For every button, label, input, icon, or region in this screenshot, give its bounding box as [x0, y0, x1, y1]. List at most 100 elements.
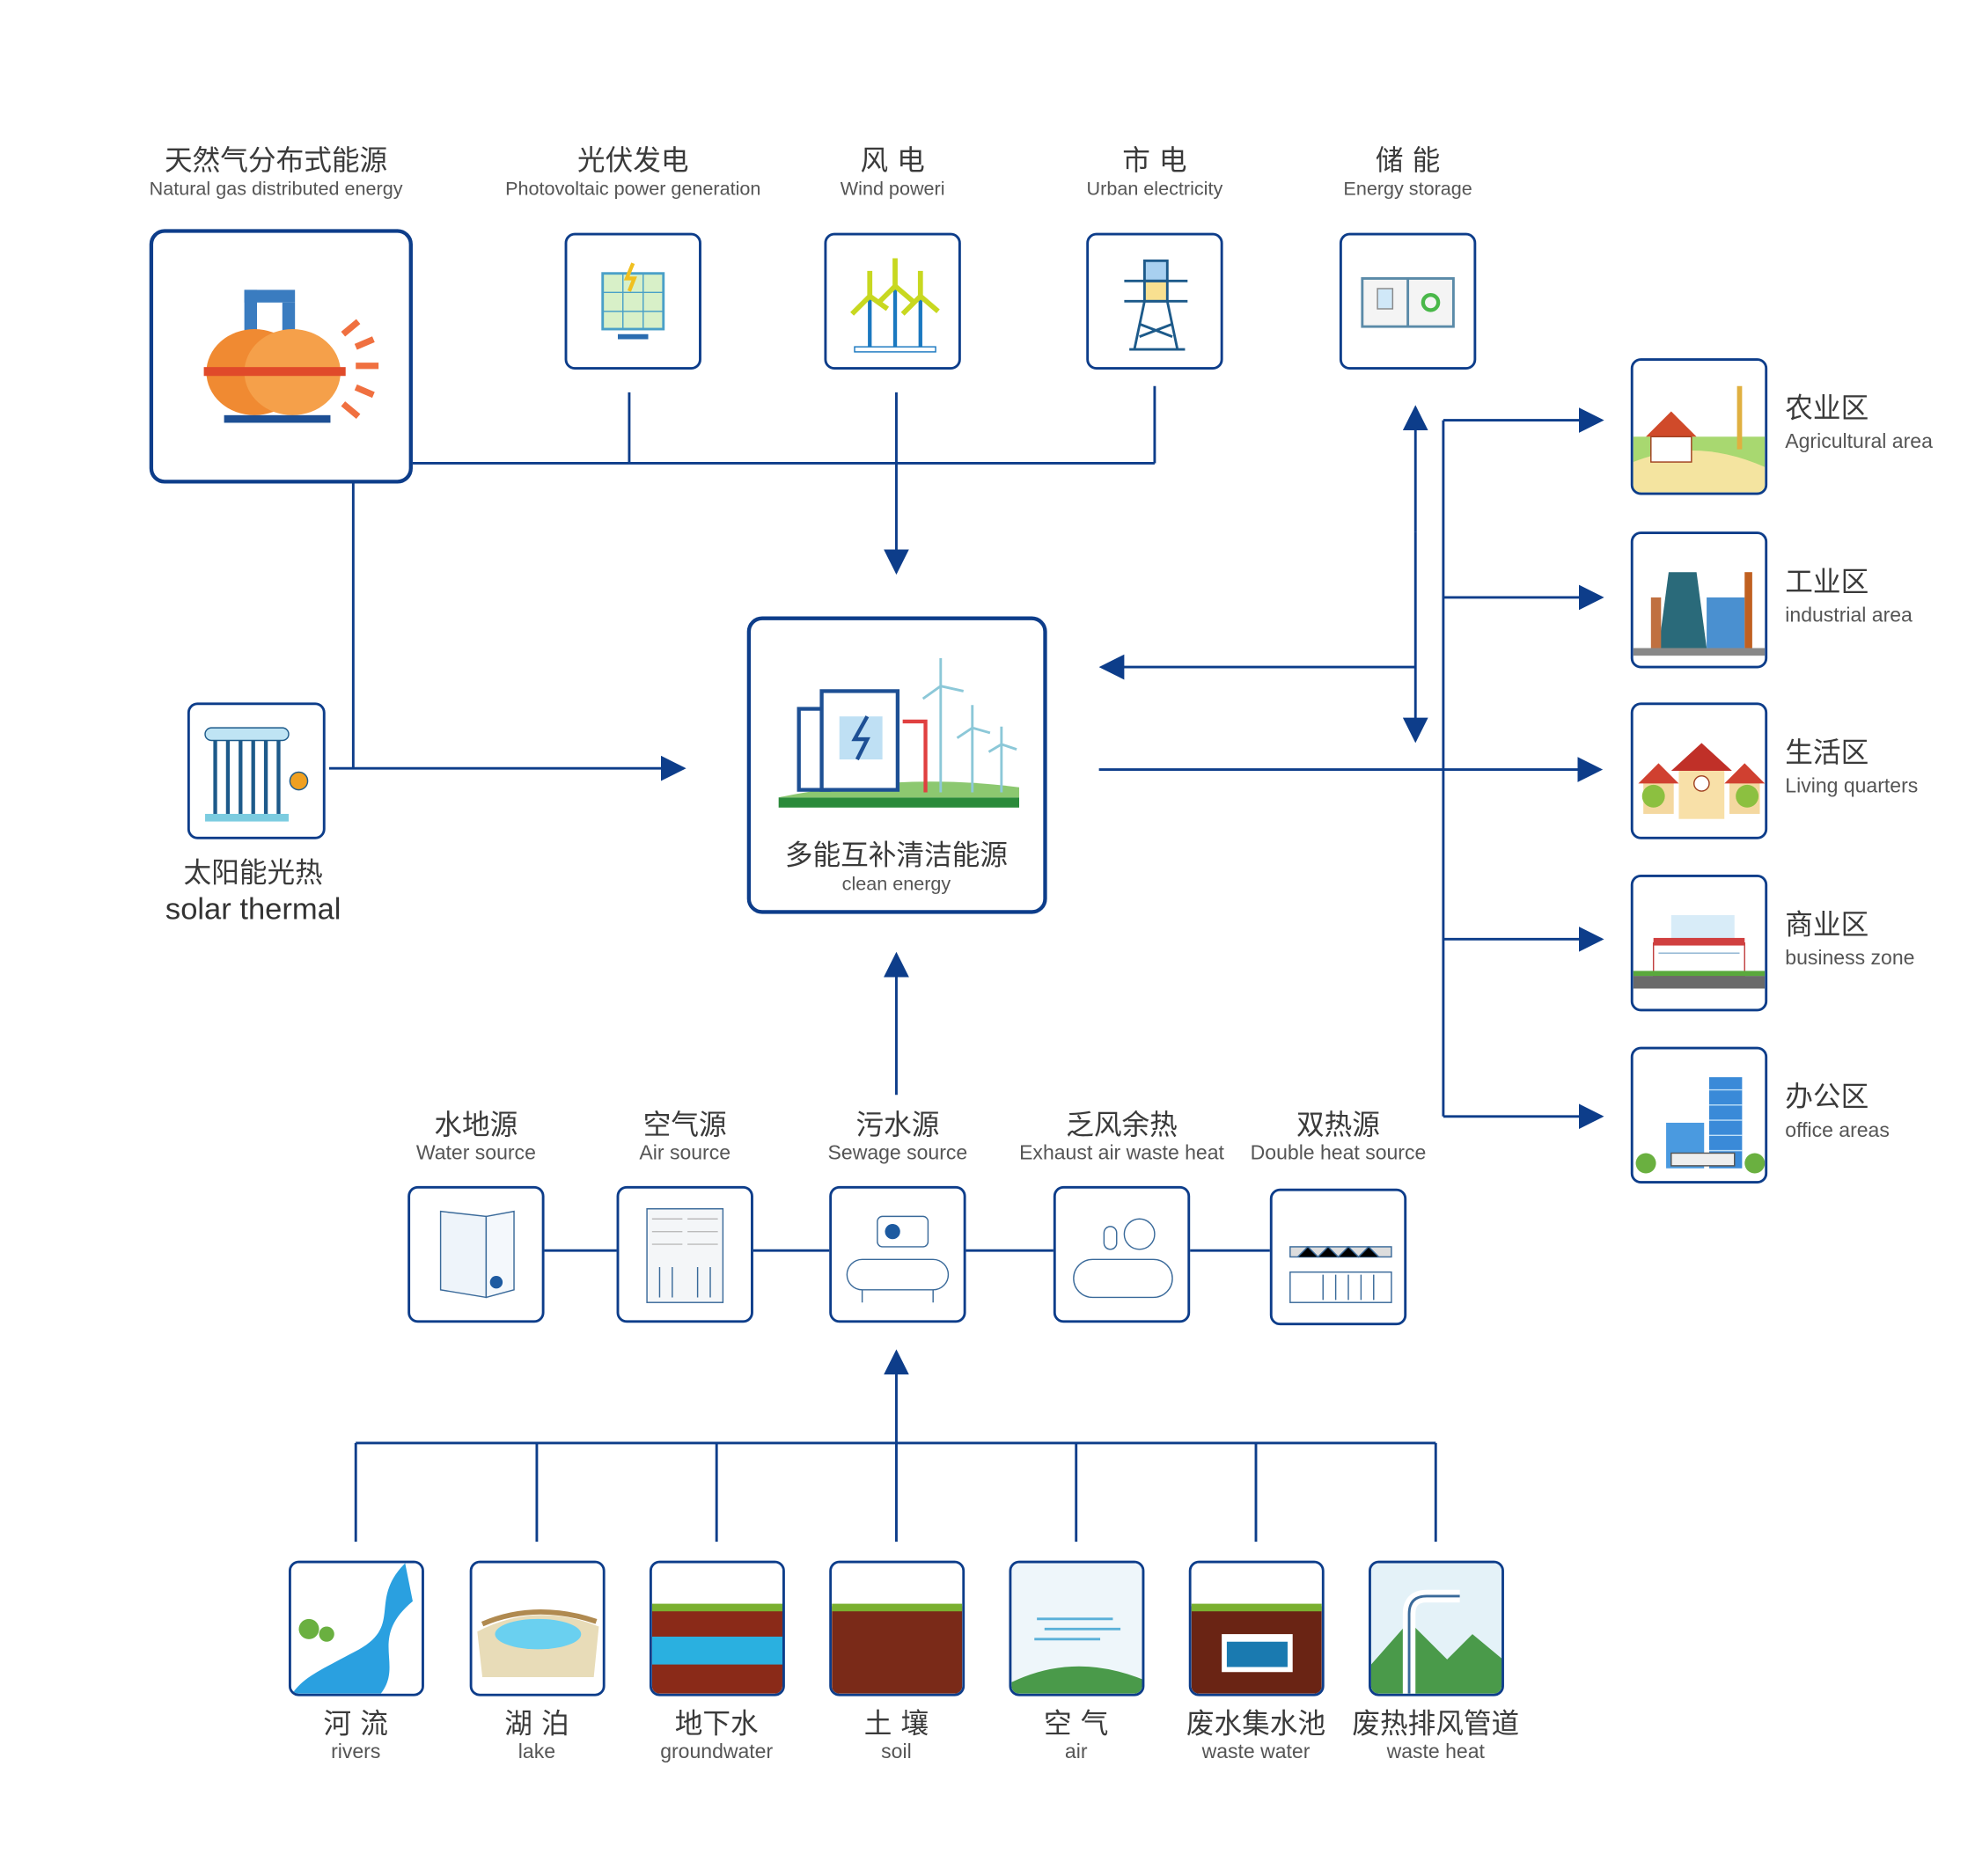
natural-source-box [1188, 1560, 1325, 1696]
label-zh: 土 壤 [863, 1708, 929, 1740]
exhaust-unit-icon [1073, 1218, 1173, 1299]
natural-source-box [649, 1560, 785, 1696]
waste-heat-icon [1370, 1563, 1502, 1694]
solar-thermal-box [187, 702, 326, 839]
label-zh: 储 能 [1375, 145, 1441, 178]
label-en: Living quarters [1785, 775, 1919, 798]
label-zh: 河 流 [323, 1708, 388, 1740]
heat-pump-box [829, 1185, 966, 1323]
energy-storage-box [1339, 232, 1477, 370]
natural-gas-box [149, 229, 413, 484]
label-en: Water source [415, 1142, 536, 1165]
zone-box [1630, 875, 1768, 1012]
heat-pump-box [1269, 1188, 1407, 1326]
air-source-unit-icon [646, 1208, 724, 1303]
heat-pump-box [616, 1185, 753, 1323]
river-icon [290, 1563, 422, 1694]
label-en: office areas [1785, 1120, 1890, 1142]
label-zh: 太阳能光热 [183, 858, 323, 890]
label-en: Photovoltaic power generation [505, 178, 761, 201]
natural-source-box [829, 1560, 965, 1696]
natural-source-box [1009, 1560, 1145, 1696]
water-source-unit-icon [439, 1210, 515, 1299]
soil-icon [832, 1563, 963, 1694]
houses-icon [1638, 743, 1766, 819]
label-zh: 水地源 [434, 1110, 518, 1142]
solar-panel-icon [601, 262, 665, 340]
label-zh: 天然气分布式能源 [164, 145, 388, 178]
label-zh: 生活区 [1785, 737, 1869, 770]
label-en: Double heat source [1250, 1142, 1427, 1165]
label-zh: 湖 泊 [504, 1708, 569, 1740]
label-en: Agricultural area [1785, 431, 1933, 453]
label-en: rivers [331, 1741, 381, 1763]
double-source-unit-icon [1289, 1245, 1392, 1303]
pv-box [564, 232, 701, 370]
sewage-unit-icon [846, 1215, 950, 1303]
label-zh: 双热源 [1296, 1110, 1380, 1142]
zone-label: 生活区 Living quarters [1785, 738, 1918, 799]
label-en: groundwater [660, 1741, 774, 1763]
natural-source-box [288, 1560, 424, 1696]
label-zh: 地下水 [674, 1708, 759, 1740]
groundwater-icon [651, 1563, 782, 1694]
label-zh: 空气源 [642, 1110, 727, 1142]
battery-storage-icon [1361, 277, 1455, 328]
zone-box [1630, 358, 1768, 495]
label-zh: 污水源 [855, 1110, 940, 1142]
zone-box [1630, 1046, 1768, 1183]
label-en: soil [881, 1741, 912, 1763]
label-en: waste heat [1386, 1741, 1485, 1763]
air-icon [1011, 1563, 1142, 1694]
label-zh: 市 电 [1122, 145, 1187, 178]
label-zh: 光伏发电 [576, 145, 689, 178]
label-zh: 多能互补清洁能源 [784, 840, 1009, 873]
label-zh: 风 电 [860, 145, 925, 178]
label-en: industrial area [1785, 605, 1913, 627]
wind-box [824, 232, 961, 370]
label-zh: 废热排风管道 [1352, 1708, 1520, 1740]
farm-icon [1633, 385, 1766, 493]
label-zh: 空 气 [1044, 1708, 1109, 1740]
label-en: Exhaust air waste heat [1019, 1142, 1224, 1165]
label-zh: 办公区 [1785, 1081, 1869, 1114]
heat-pump-box [1053, 1185, 1191, 1323]
label-en: Energy storage [1343, 178, 1472, 201]
zone-label: 办公区 office areas [1785, 1082, 1890, 1143]
office-building-icon [1635, 1077, 1766, 1174]
label-en: business zone [1785, 948, 1915, 970]
zone-box [1630, 531, 1768, 669]
factory-icon [1633, 572, 1766, 656]
label-en: Natural gas distributed energy [149, 178, 403, 201]
label-en: Sewage source [827, 1142, 968, 1165]
lake-icon [472, 1563, 603, 1694]
label-zh: 乏风余热 [1066, 1110, 1178, 1142]
power-tower-icon [1124, 259, 1188, 351]
label-zh: 工业区 [1785, 567, 1869, 599]
waste-water-icon [1191, 1563, 1322, 1694]
label-en: air [1064, 1741, 1088, 1763]
urban-electricity-box [1086, 232, 1223, 370]
label-en: Air source [639, 1142, 731, 1165]
mall-icon [1633, 915, 1766, 989]
label-en: Wind poweri [840, 178, 945, 201]
label-zh: 废水集水池 [1186, 1708, 1326, 1740]
